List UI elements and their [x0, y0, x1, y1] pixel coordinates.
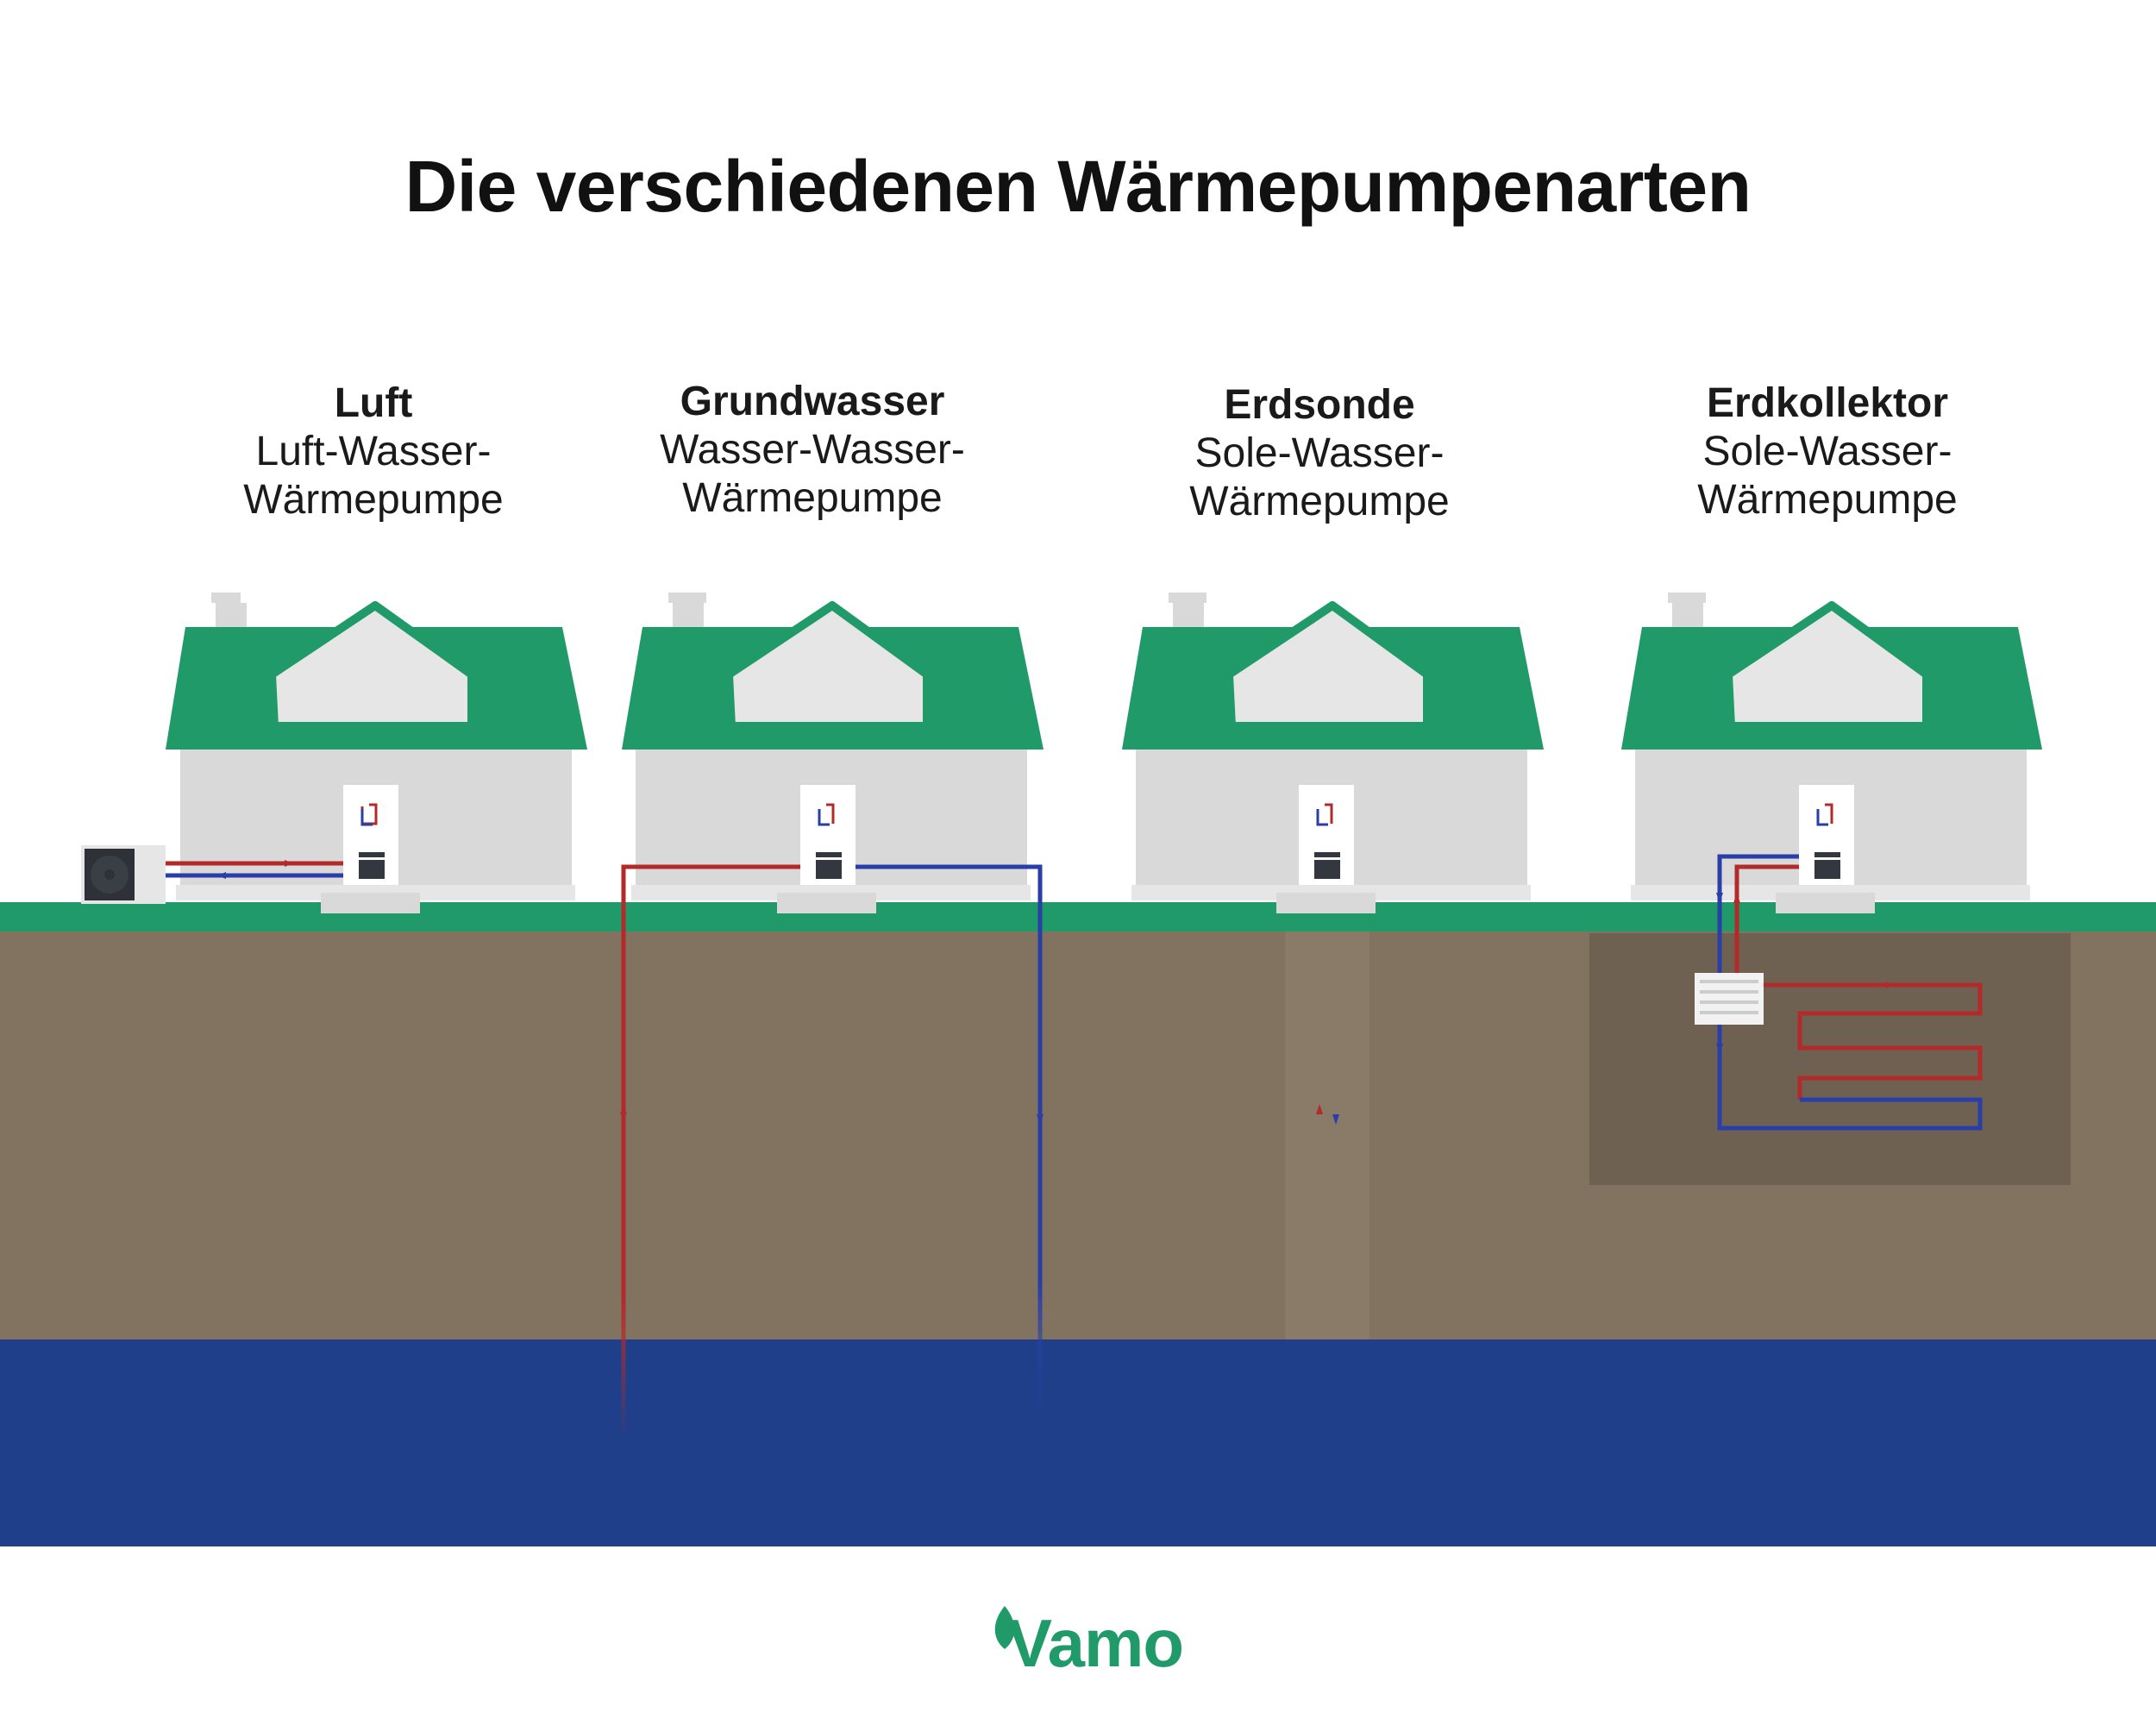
vamo-leaf-icon — [994, 1606, 1015, 1649]
label-erdkollektor-line2: Wärmepumpe — [1697, 477, 1958, 523]
label-erdkollektor-line1: Sole-Wasser- — [1702, 429, 1952, 474]
label-erdkollektor-heading: Erdkollektor — [1706, 380, 1949, 426]
label-luft-line1: Luft-Wasser- — [255, 429, 492, 474]
indoor-unit-luft — [343, 785, 398, 885]
label-luft: Luft Luft-Wasser- Wärmepumpe — [158, 380, 589, 524]
label-grundwasser-line1: Wasser-Wasser- — [660, 427, 965, 473]
label-grundwasser-heading: Grundwasser — [680, 379, 945, 424]
vamo-logo: Vamo — [1006, 1605, 1184, 1681]
label-erdsonde-line1: Sole-Wasser- — [1194, 430, 1445, 476]
label-erdsonde: Erdsonde Sole-Wasser- Wärmepumpe — [1104, 381, 1535, 526]
pipes-grundwasser — [620, 864, 1044, 1440]
indoor-unit-grundwasser — [800, 785, 856, 885]
pipes-luft — [166, 860, 343, 879]
label-erdsonde-heading: Erdsonde — [1224, 382, 1415, 428]
outdoor-unit-icon — [81, 845, 166, 904]
page-title: Die verschiedenen Wärmepumpenarten — [404, 146, 1752, 227]
indoor-unit-erdkollektor — [1799, 785, 1854, 885]
borehole-shaft — [1285, 932, 1369, 1339]
distributor-box-icon — [1695, 973, 1764, 1025]
indoor-unit-erdsonde — [1299, 785, 1354, 885]
label-luft-line2: Wärmepumpe — [243, 477, 504, 523]
label-erdkollektor: Erdkollektor Sole-Wasser- Wärmepumpe — [1612, 380, 2043, 524]
label-luft-heading: Luft — [334, 380, 413, 426]
pipes-erdsonde — [1316, 885, 1339, 1466]
label-erdsonde-line2: Wärmepumpe — [1189, 479, 1450, 524]
label-grundwasser: Grundwasser Wasser-Wasser- Wärmepumpe — [597, 378, 1028, 523]
collector-pit — [1589, 933, 2071, 1185]
groundwater-layer — [0, 1339, 2156, 1546]
label-grundwasser-line2: Wärmepumpe — [682, 475, 943, 521]
house-erdsonde — [1122, 593, 1544, 913]
